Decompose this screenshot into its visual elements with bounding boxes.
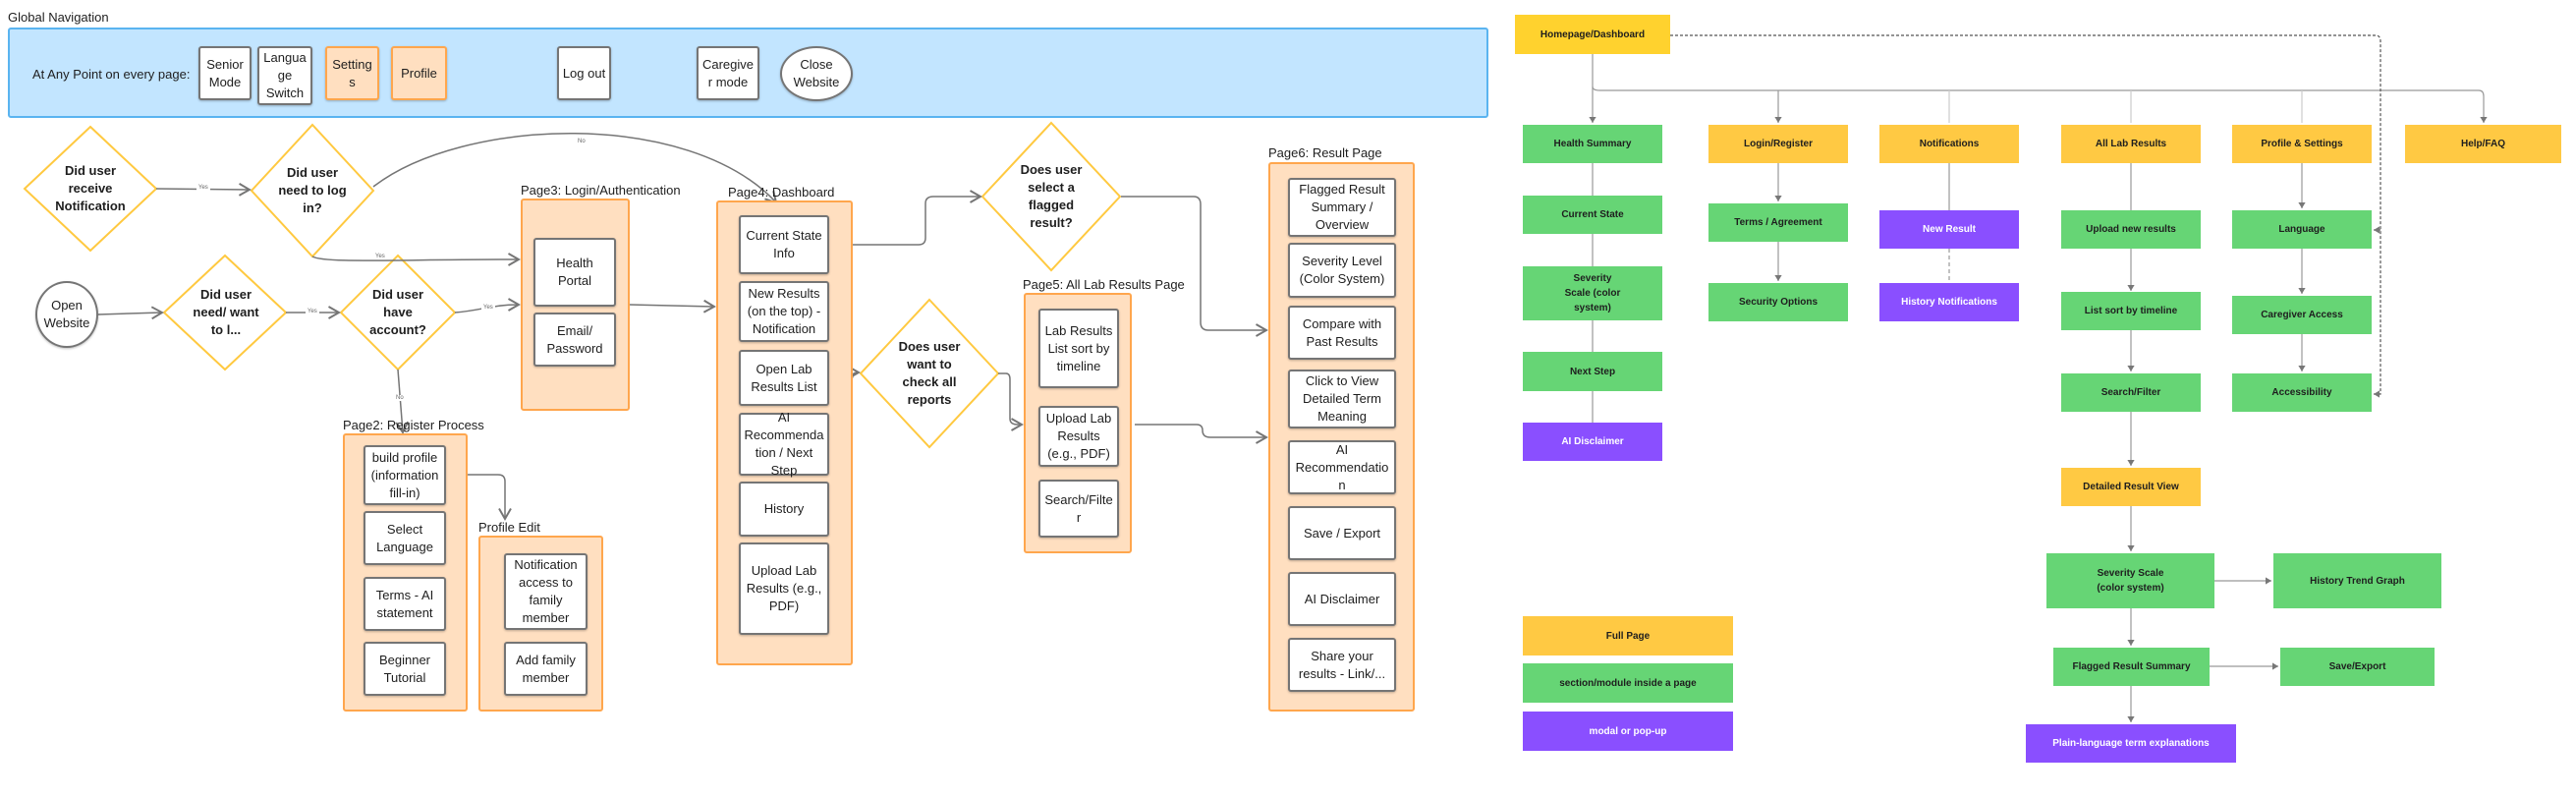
page4-title: Page4: Dashboard [728,185,835,200]
notification-access-family[interactable]: Notification access to family member [504,553,588,630]
decision-need-want [162,254,288,371]
select-language[interactable]: Select Language [364,511,446,565]
search-filter[interactable]: Search/Filter [1038,480,1119,538]
sitemap-terms-agreement: Terms / Agreement [1708,203,1848,242]
sitemap-current-state: Current State [1523,196,1662,234]
sitemap-login-register: Login/Register [1708,125,1848,163]
decision-check-all-text: Does user want to check all reports [898,339,961,407]
caregiver-mode-button[interactable]: Caregiver mode [697,46,759,100]
decision-select-flagged-text: Does user select a flagged result? [1020,162,1083,230]
sitemap-new-result: New Result [1879,210,2019,249]
sitemap-severity-scale-detail: Severity Scale (color system) [2046,553,2214,608]
profile-button[interactable]: Profile [391,46,447,100]
sitemap-profile-settings: Profile & Settings [2232,125,2372,163]
sitemap-history-trend-graph: History Trend Graph [2273,553,2441,608]
sitemap-help-faq: Help/FAQ [2405,125,2561,163]
email-password-option[interactable]: Email/ Password [533,313,616,367]
ai-recommendation-next-step[interactable]: AI Recommendation / Next Step [739,410,829,478]
sitemap-ai-disclaimer: AI Disclaimer [1523,423,1662,461]
page5-title: Page5: All Lab Results Page [1023,277,1185,292]
sitemap-language: Language [2232,210,2372,249]
edge-label-yes: Yes [373,254,387,259]
sitemap-flagged-result-summary: Flagged Result Summary [2053,648,2210,686]
sitemap-security-options: Security Options [1708,283,1848,321]
sitemap-homepage-dashboard: Homepage/Dashboard [1515,15,1670,54]
decision-have-account-text: Did user have account? [369,287,426,337]
sitemap-plain-language-terms: Plain-language term explanations [2026,724,2236,763]
sitemap-upload-new-results: Upload new results [2061,210,2201,249]
ai-recommendation[interactable]: AI Recommendation [1288,440,1396,494]
edge-label-no: No [394,395,406,401]
global-navigation-title: Global Navigation [8,10,109,25]
legend-modal-popup: modal or pop-up [1523,712,1733,751]
terms-ai-statement[interactable]: Terms - AI statement [364,577,446,631]
page2-title: Page2: Register Process [343,418,484,432]
decision-receive-notification [23,125,158,253]
sitemap-caregiver-access: Caregiver Access [2232,296,2372,334]
global-navigation-bar [8,28,1488,118]
sitemap-history-notifications: History Notifications [1879,283,2019,321]
senior-mode-button[interactable]: Senior Mode [198,46,252,100]
close-website-button[interactable]: Close Website [780,46,853,101]
log-out-button[interactable]: Log out [557,46,611,100]
sitemap-accessibility: Accessibility [2232,373,2372,412]
edge-label-yes: Yes [196,185,210,191]
upload-lab-results-page5[interactable]: Upload Lab Results (e.g., PDF) [1038,406,1119,467]
edge-label-no: No [576,139,588,144]
sitemap-detailed-result-view: Detailed Result View [2061,468,2201,506]
share-results[interactable]: Share your results - Link/... [1288,638,1396,692]
severity-level[interactable]: Severity Level (Color System) [1288,243,1396,298]
open-lab-results-list[interactable]: Open Lab Results List [739,350,829,406]
edge-label-yes: Yes [306,309,319,314]
build-profile[interactable]: build profile (information fill-in) [364,445,446,505]
flagged-result-summary[interactable]: Flagged Result Summary / Overview [1288,178,1396,237]
page3-title: Page3: Login/Authentication [521,183,681,198]
health-portal-option[interactable]: Health Portal [533,238,616,307]
profile-edit-title: Profile Edit [478,520,540,535]
current-state-info[interactable]: Current State Info [739,215,829,274]
lab-results-list-sort[interactable]: Lab Results List sort by timeline [1038,309,1119,388]
save-export[interactable]: Save / Export [1288,506,1396,560]
legend-section-module: section/module inside a page [1523,663,1733,703]
decision-need-login-text: Did user need to log in? [278,165,347,215]
ai-disclaimer[interactable]: AI Disclaimer [1288,572,1396,626]
settings-button[interactable]: Settings [325,46,379,100]
new-results-notification[interactable]: New Results (on the top) - Notification [739,281,829,342]
upload-lab-results[interactable]: Upload Lab Results (e.g., PDF) [739,542,829,635]
sitemap-list-sort-by-timeline: List sort by timeline [2061,292,2201,330]
sitemap-health-summary: Health Summary [1523,125,1662,163]
legend-full-page: Full Page [1523,616,1733,656]
decision-need-want-text: Did user need/ want to l... [193,287,259,337]
beginner-tutorial[interactable]: Beginner Tutorial [364,642,446,696]
sitemap-save-export: Save/Export [2280,648,2435,686]
edge-label-yes: Yes [481,305,495,311]
sitemap-all-lab-results: All Lab Results [2061,125,2201,163]
page6-title: Page6: Result Page [1268,145,1382,160]
history[interactable]: History [739,482,829,537]
open-website-start: Open Website [35,281,98,348]
detailed-term-meaning[interactable]: Click to View Detailed Term Meaning [1288,370,1396,428]
decision-check-all [859,298,1000,449]
sitemap-next-step: Next Step [1523,352,1662,391]
sitemap-notifications: Notifications [1879,125,2019,163]
sitemap-search-filter: Search/Filter [2061,373,2201,412]
add-family-member[interactable]: Add family member [504,642,588,696]
sitemap-severity-scale: Severity Scale (color system) [1523,266,1662,320]
language-switch-button[interactable]: Language Switch [257,46,312,105]
decision-receive-notification-text: Did user receive Notification [55,163,126,213]
nav-prompt: At Any Point on every page: [32,67,191,82]
compare-past-results[interactable]: Compare with Past Results [1288,306,1396,360]
decision-select-flagged [980,121,1122,272]
